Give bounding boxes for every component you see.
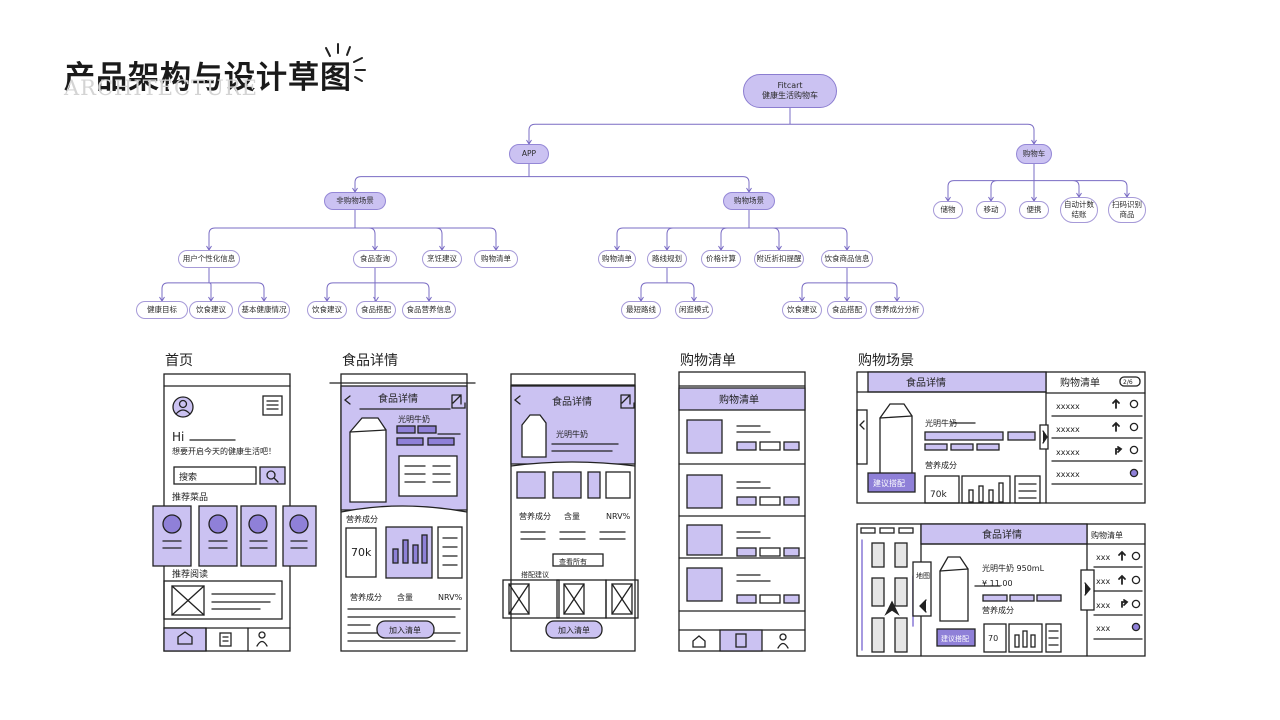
- food-detail-b-title: 食品详情: [552, 395, 592, 408]
- page-title: 产品架构与设计草图: [64, 60, 352, 96]
- tree-node-app: APP: [509, 144, 549, 164]
- scene-a-product: 光明牛奶: [925, 418, 957, 428]
- scene-a-detail-title: 食品详情: [906, 376, 946, 389]
- tree-leaf-0-0-2: 基本健康情况: [238, 301, 290, 319]
- food-detail-b-nrv-col: NRV%: [606, 512, 631, 521]
- tree-node-feature-0-0: 用户个性化信息: [178, 250, 240, 268]
- scene-a-item-1[interactable]: xxxxx: [1056, 402, 1080, 411]
- scene-b-item-3[interactable]: xxx: [1096, 601, 1110, 610]
- sketch-label-shopping-list: 购物清单: [680, 353, 736, 369]
- tree-leaf-1-4-1: 食品搭配: [827, 301, 867, 319]
- food-detail-b-add-button[interactable]: 加入清单: [558, 625, 590, 635]
- food-detail-b-view-all[interactable]: 查看所有: [559, 557, 587, 566]
- sketch-food-detail-b: [502, 373, 639, 652]
- tree-node-feature-0-3: 购物清单: [474, 250, 518, 268]
- sketch-label-shopping-scene: 购物场景: [858, 353, 914, 369]
- home-prompt: 想要开启今天的健康生活吧！: [172, 446, 276, 456]
- spark-decoration-icon: [325, 43, 366, 82]
- tree-node-cart-2: 便携: [1019, 201, 1049, 219]
- scene-a-item-2[interactable]: xxxxx: [1056, 425, 1080, 434]
- tree-leaf-1-4-2: 营养成分分析: [870, 301, 924, 319]
- sketch-home: [152, 373, 317, 652]
- scene-b-price: ¥ 11.00: [982, 579, 1013, 588]
- food-detail-a-kcal: 70k: [351, 546, 372, 559]
- scene-b-map-toggle[interactable]: 地图: [916, 571, 930, 580]
- tree-node-cart-0: 储物: [933, 201, 963, 219]
- tree-node-feature-1-2: 价格计算: [701, 250, 741, 268]
- scene-a-list-title: 购物清单: [1060, 376, 1100, 389]
- tree-node-scene-1: 购物场景: [723, 192, 775, 210]
- scene-b-item-4[interactable]: xxx: [1096, 624, 1110, 633]
- home-greeting: Hi: [172, 430, 184, 444]
- scene-a-item-3[interactable]: xxxxx: [1056, 448, 1080, 457]
- sketch-label-home: 首页: [165, 353, 193, 369]
- tree-node-feature-1-1: 路线规划: [647, 250, 687, 268]
- tree-leaf-0-1-2: 食品营养信息: [402, 301, 456, 319]
- tree-leaf-1-1-0: 最短路线: [621, 301, 661, 319]
- tree-leaf-1-1-1: 闲逛模式: [675, 301, 713, 319]
- sketch-food-detail-a: [329, 373, 476, 652]
- tree-node-feature-1-0: 购物清单: [598, 250, 636, 268]
- food-detail-b-product: 光明牛奶: [556, 429, 588, 439]
- food-detail-a-nrv-col: NRV%: [438, 593, 463, 602]
- scene-a-count-badge: 2/6: [1123, 379, 1133, 386]
- food-detail-a-amount-col: 含量: [397, 592, 413, 602]
- tree-leaf-0-0-0: 健康目标: [136, 301, 188, 319]
- food-detail-b-pairing: 搭配建议: [521, 570, 549, 579]
- sketch-shopping-list: [678, 371, 806, 652]
- scene-b-nutrition: 营养成分: [982, 605, 1014, 615]
- tree-node-cart-4: 扫码识别 商品: [1108, 197, 1146, 223]
- shopping-list-title: 购物清单: [719, 393, 759, 406]
- tree-node-feature-0-2: 烹饪建议: [422, 250, 462, 268]
- home-section-reading: 推荐阅读: [172, 568, 208, 580]
- scene-b-item-1[interactable]: xxx: [1096, 553, 1110, 562]
- tree-leaf-0-1-0: 饮食建议: [307, 301, 347, 319]
- scene-a-nutrition: 营养成分: [925, 460, 957, 470]
- tree-node-cart-1: 移动: [976, 201, 1006, 219]
- tree-node-feature-1-4: 饮食商品信息: [821, 250, 873, 268]
- home-search-field[interactable]: 搜索: [179, 471, 197, 483]
- tree-leaf-1-4-0: 饮食建议: [782, 301, 822, 319]
- scene-b-advice-button[interactable]: 建议搭配: [941, 634, 969, 643]
- scene-b-list-title: 购物清单: [1091, 530, 1123, 540]
- scene-a-kcal: 70k: [930, 490, 947, 500]
- sketch-shopping-scene-b: [856, 523, 1146, 657]
- home-section-recommend: 推荐菜品: [172, 491, 208, 503]
- tree-leaf-0-0-1: 饮食建议: [189, 301, 233, 319]
- scene-a-item-4[interactable]: xxxxx: [1056, 470, 1080, 479]
- tree-node-cart: 购物车: [1016, 144, 1052, 164]
- tree-root-node: Fitcart 健康生活购物车: [743, 74, 837, 108]
- sketch-label-food-detail: 食品详情: [342, 353, 398, 369]
- tree-node-cart-3: 自动计数 结账: [1060, 197, 1098, 223]
- food-detail-a-nutrition: 营养成分: [346, 514, 378, 524]
- tree-node-scene-0: 非购物场景: [324, 192, 386, 210]
- scene-b-kcal: 70: [988, 634, 998, 643]
- food-detail-a-nutrition-col: 营养成分: [350, 592, 382, 602]
- food-detail-a-add-button[interactable]: 加入清单: [389, 625, 421, 635]
- tree-leaf-0-1-1: 食品搭配: [356, 301, 396, 319]
- tree-node-feature-0-1: 食品查询: [353, 250, 397, 268]
- tree-node-feature-1-3: 附近折扣提醒: [754, 250, 804, 268]
- sketch-shopping-scene-a: [856, 371, 1146, 504]
- page-subtitle: ARCHITECTURE: [64, 76, 258, 100]
- scene-b-product: 光明牛奶 950mL: [982, 563, 1045, 573]
- scene-b-item-2[interactable]: xxx: [1096, 577, 1110, 586]
- food-detail-b-amount-col: 含量: [564, 511, 580, 521]
- scene-b-detail-title: 食品详情: [982, 528, 1022, 541]
- scene-a-advice-button[interactable]: 建议搭配: [873, 478, 905, 488]
- food-detail-b-nutrition-col: 营养成分: [519, 511, 551, 521]
- food-detail-a-product: 光明牛奶: [398, 414, 430, 424]
- food-detail-a-title: 食品详情: [378, 392, 418, 405]
